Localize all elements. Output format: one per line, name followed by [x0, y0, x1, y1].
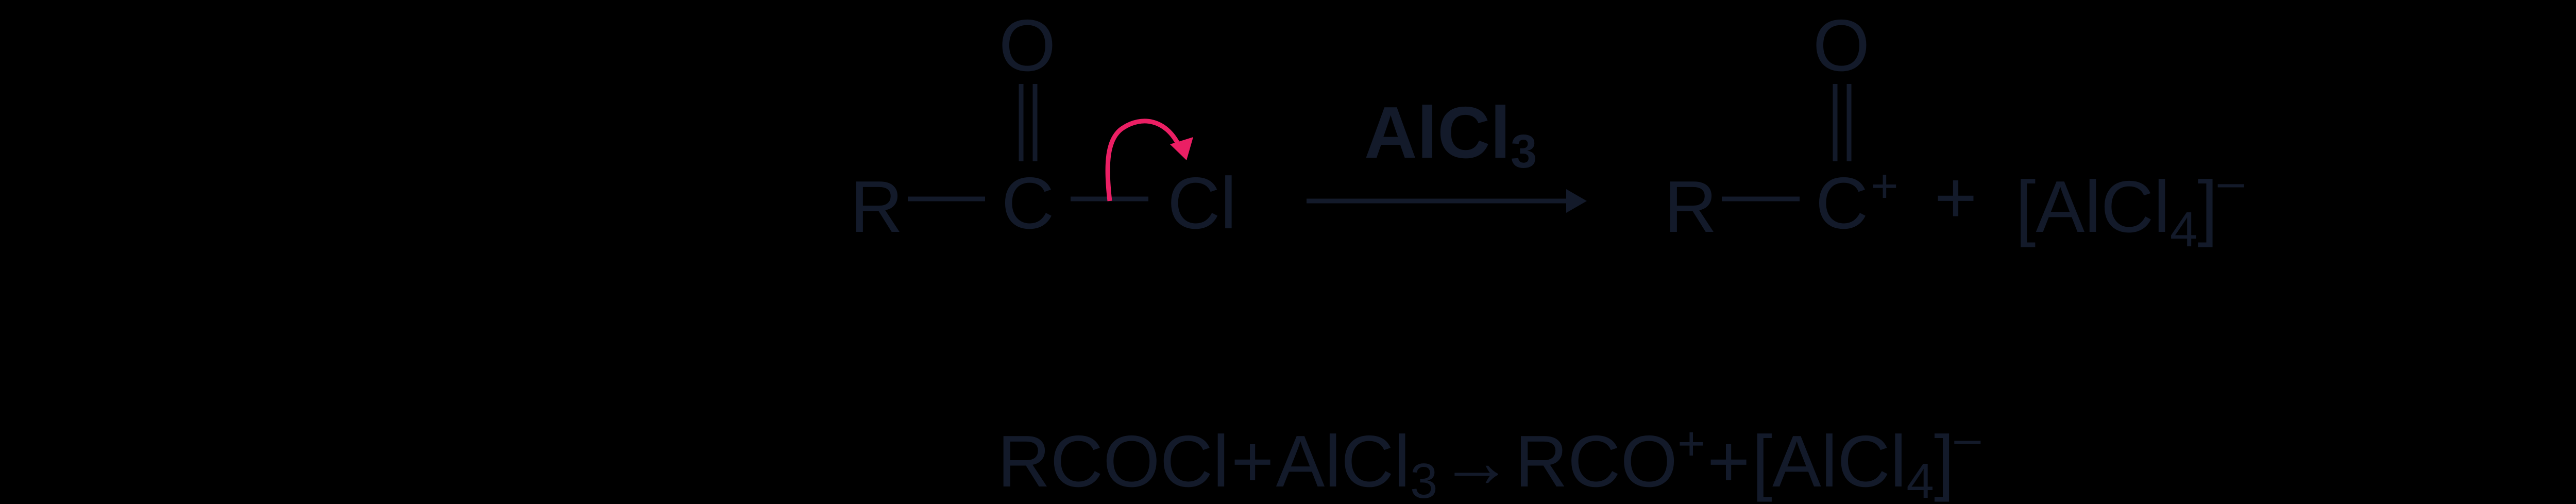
equation-reactant-1: RCOCl [997, 421, 1229, 502]
product-r-group: R [1664, 166, 1717, 248]
product-acylium: R C + O [1664, 5, 1899, 248]
equation-reactant-2: AlCl [1276, 421, 1410, 502]
electron-arrow [1105, 119, 1193, 201]
reactant-r-group: R [850, 166, 903, 248]
reagent-label: AlCl3 [1364, 92, 1537, 178]
reactant-carbon: C [1002, 162, 1055, 244]
reactant-chlorine: Cl [1167, 162, 1236, 244]
curly-arrow-icon [1105, 119, 1181, 201]
product-oxygen: O [1813, 5, 1870, 87]
product-carbon: C [1816, 162, 1869, 244]
curly-arrowhead-icon [1170, 137, 1193, 160]
equation-plus-1: + [1231, 421, 1274, 502]
product-plus-sign: + [1935, 157, 1977, 239]
equation-plus-2: + [1707, 421, 1750, 502]
reactant-oxygen: O [999, 5, 1056, 87]
equation-product-2: [ [1752, 421, 1772, 502]
reaction-arrow: AlCl3 [1307, 92, 1587, 213]
equation-line: RCOCl + AlCl3 → RCO+ + [AlCl4]– [997, 412, 1981, 504]
equation-product-1: RCO [1515, 421, 1677, 502]
product-carbon-charge: + [1871, 160, 1899, 212]
arrow-right-icon [1566, 189, 1587, 213]
tetrachloroaluminate-formula: [AlCl4]– [2015, 156, 2245, 257]
condensed-equation: RCOCl + AlCl3 → RCO+ + [AlCl4]– [997, 412, 1981, 504]
equation-arrow: → [1439, 421, 1513, 502]
reactant-acyl-chloride: R C O Cl [850, 5, 1236, 248]
product-tetrachloroaluminate: + [AlCl4]– [1935, 156, 2245, 257]
